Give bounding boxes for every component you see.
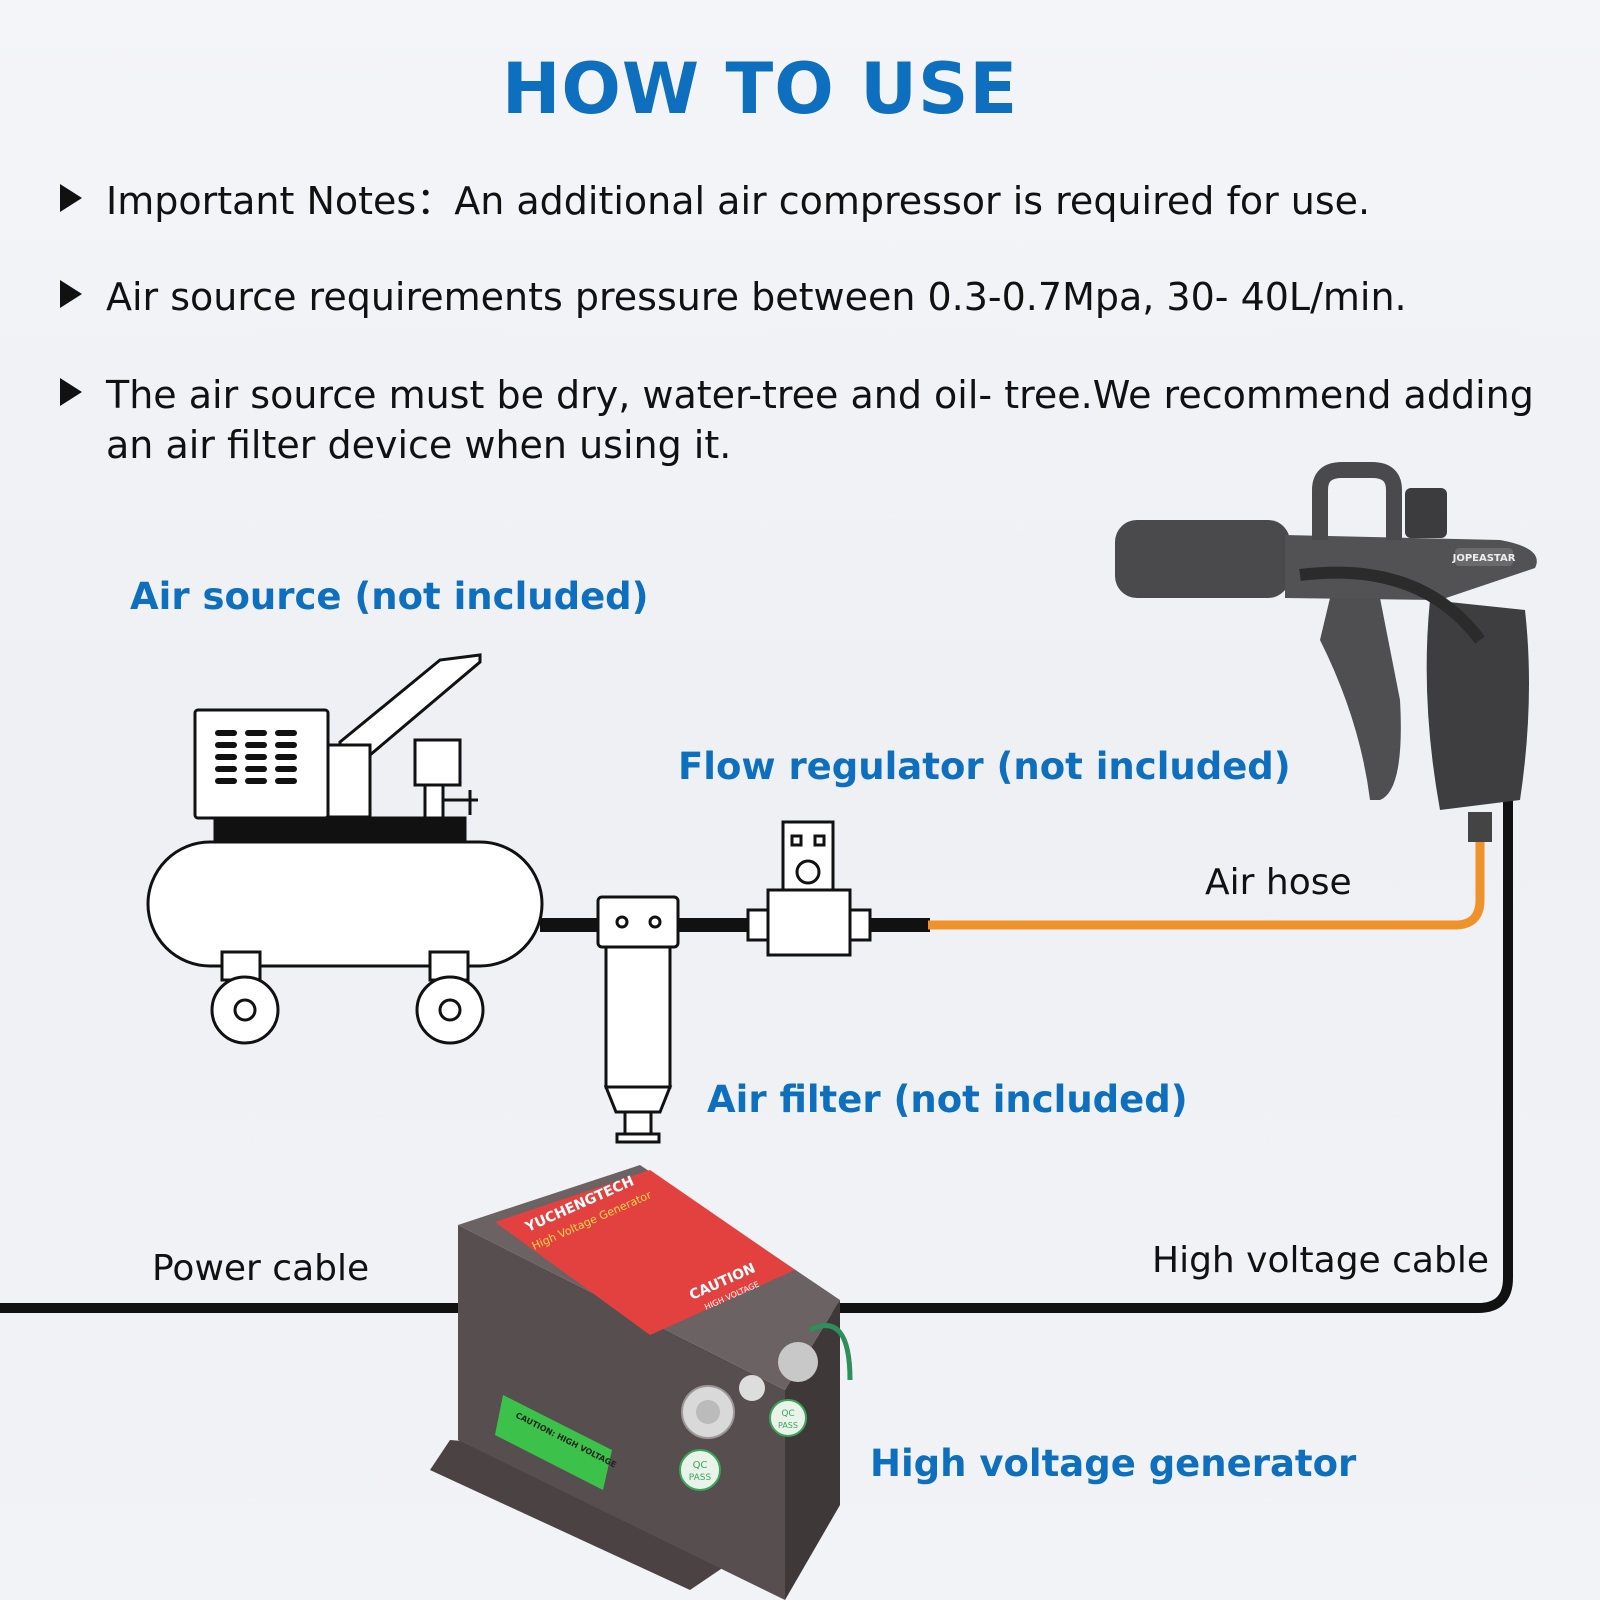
svg-text:QC: QC: [781, 1409, 794, 1419]
svg-text:QC: QC: [693, 1460, 708, 1471]
pipe-segment: [540, 918, 600, 932]
flow-regulator-label: Flow regulator (not included): [678, 745, 1291, 788]
power-cable-label: Power cable: [152, 1248, 370, 1289]
bullet-arrow-icon: [60, 184, 82, 212]
high-voltage-cable-line: [830, 640, 1513, 1313]
air-filter-label: Air filter (not included): [707, 1078, 1188, 1121]
ionizing-air-gun-icon: JOPEASTAR: [1115, 462, 1537, 810]
high-voltage-generator-icon: YUCHENGTECH High Voltage Generator CAUTI…: [430, 1165, 853, 1600]
page-title: HOW TO USE: [501, 48, 1019, 130]
output-connector-icon: [778, 1342, 818, 1382]
bullet-arrow-icon: [60, 280, 82, 308]
qc-pass-sticker: [679, 1449, 721, 1491]
generator-side-label: [495, 1395, 612, 1490]
gun-brand-text: JOPEASTAR: [1452, 553, 1516, 564]
svg-text:PASS: PASS: [689, 1473, 712, 1483]
note-text: The air source must be dry, water-tree a…: [106, 373, 1534, 467]
ground-terminal-icon: [739, 1375, 765, 1401]
note-item-2: Air source requirements pressure between…: [60, 272, 1590, 322]
flow-regulator-icon: [746, 820, 872, 957]
gun-brand-plate: [1455, 548, 1513, 566]
air-compressor-icon: [146, 653, 544, 1045]
pipe-segment: [678, 918, 763, 932]
bullet-arrow-icon: [60, 378, 82, 406]
air-hose-line: [928, 840, 1485, 930]
high-voltage-cable-label: High voltage cable: [1152, 1240, 1489, 1281]
svg-text:PASS: PASS: [778, 1421, 798, 1430]
qc-pass-sticker: [769, 1399, 807, 1437]
note-item-3: The air source must be dry, water-tree a…: [60, 370, 1590, 470]
generator-top-panel: [495, 1170, 795, 1335]
air-filter-icon: [596, 895, 680, 1144]
hose-fitting-icon: [1468, 812, 1492, 842]
air-hose-label: Air hose: [1205, 862, 1352, 903]
air-source-label: Air source (not included): [130, 575, 649, 618]
note-item-1: Important Notes：An additional air compre…: [60, 176, 1590, 226]
note-text: Air source requirements pressure between…: [106, 275, 1407, 319]
note-text: Important Notes：An additional air compre…: [106, 179, 1371, 223]
high-voltage-generator-label: High voltage generator: [870, 1442, 1357, 1485]
